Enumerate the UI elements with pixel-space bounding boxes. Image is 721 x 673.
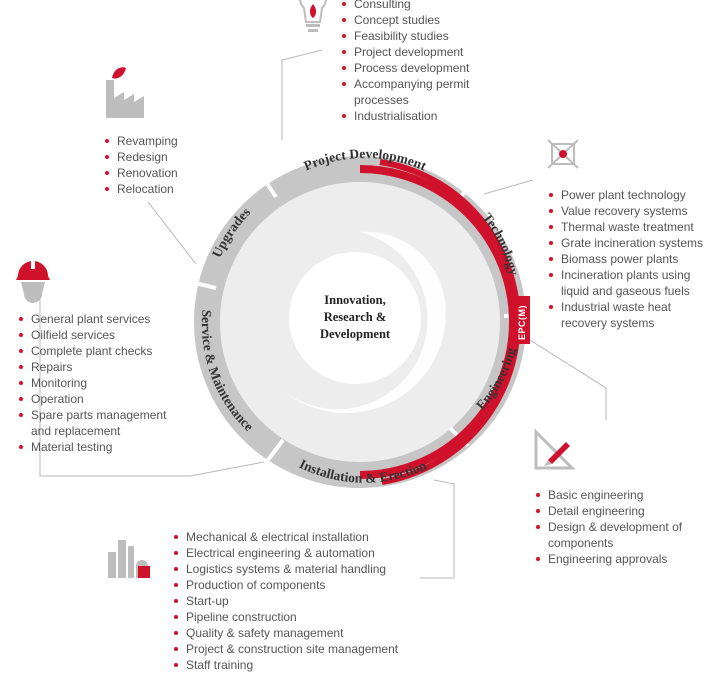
list-item: Oilfield services: [17, 327, 177, 343]
list-upgrades: Revamping Redesign Renovation Relocation: [103, 133, 223, 197]
list-item: Monitoring: [17, 375, 177, 391]
list-item: Design & development of components: [534, 519, 684, 551]
factory-icon: [106, 67, 144, 118]
list-item: Grate incineration systems: [547, 235, 719, 251]
refinery-icon: [108, 540, 150, 578]
epc-badge: [512, 296, 530, 344]
list-item: Spare parts management and replacement: [17, 407, 177, 439]
list-item: Detail engineering: [534, 503, 684, 519]
list-item: Repairs: [17, 359, 177, 375]
list-item: Production of components: [172, 577, 422, 593]
list-project-development: Consulting Concept studies Feasibility s…: [340, 0, 480, 124]
list-item: Project & construction site management: [172, 641, 422, 657]
list-item: General plant services: [17, 311, 177, 327]
list-item: Concept studies: [340, 12, 480, 28]
helmet-icon: [16, 261, 50, 303]
list-item: Complete plant checks: [17, 343, 177, 359]
list-item: Relocation: [103, 181, 223, 197]
list-item: Value recovery systems: [547, 203, 719, 219]
list-item: Material testing: [17, 439, 177, 455]
center-line-3: Development: [320, 327, 391, 341]
list-item: Quality & safety management: [172, 625, 422, 641]
center-label: Innovation, Research & Development: [320, 293, 391, 341]
list-item: Pipeline construction: [172, 609, 422, 625]
list-item: Industrial waste heat recovery systems: [547, 299, 719, 331]
center-line-2: Research &: [324, 310, 387, 324]
list-item: Start-up: [172, 593, 422, 609]
list-installation-erection: Mechanical & electrical installation Ele…: [172, 529, 422, 673]
list-item: Industrialisation: [340, 108, 480, 124]
list-item: Electrical engineering & automation: [172, 545, 422, 561]
epc-label: EPC(M): [517, 305, 527, 340]
connector-lines: [39, 49, 607, 579]
ruler-pencil-icon: [534, 428, 576, 470]
network-icon: [547, 139, 579, 169]
list-item: Process development: [340, 60, 480, 76]
list-item: Logistics systems & material handling: [172, 561, 422, 577]
list-item: Consulting: [340, 0, 480, 12]
list-item: Mechanical & electrical installation: [172, 529, 422, 545]
list-item: Staff training: [172, 657, 422, 673]
list-service-maintenance: General plant services Oilfield services…: [17, 311, 177, 455]
list-item: Accompanying permit processes: [340, 76, 480, 108]
list-technology: Power plant technology Value recovery sy…: [547, 187, 719, 331]
center-line-1: Innovation,: [324, 293, 385, 307]
list-item: Operation: [17, 391, 177, 407]
list-item: Feasibility studies: [340, 28, 480, 44]
list-item: Power plant technology: [547, 187, 719, 203]
list-item: Engineering approvals: [534, 551, 684, 567]
ring: EPC(M): [190, 156, 530, 488]
list-item: Renovation: [103, 165, 223, 181]
lightbulb-icon: [299, 0, 327, 32]
center-circle: [289, 252, 421, 384]
list-engineering: Basic engineering Detail engineering Des…: [534, 487, 684, 567]
list-item: Revamping: [103, 133, 223, 149]
list-item: Incineration plants using liquid and gas…: [547, 267, 719, 299]
list-item: Project development: [340, 44, 480, 60]
list-item: Biomass power plants: [547, 251, 719, 267]
list-item: Redesign: [103, 149, 223, 165]
list-item: Basic engineering: [534, 487, 684, 503]
list-item: Thermal waste treatment: [547, 219, 719, 235]
